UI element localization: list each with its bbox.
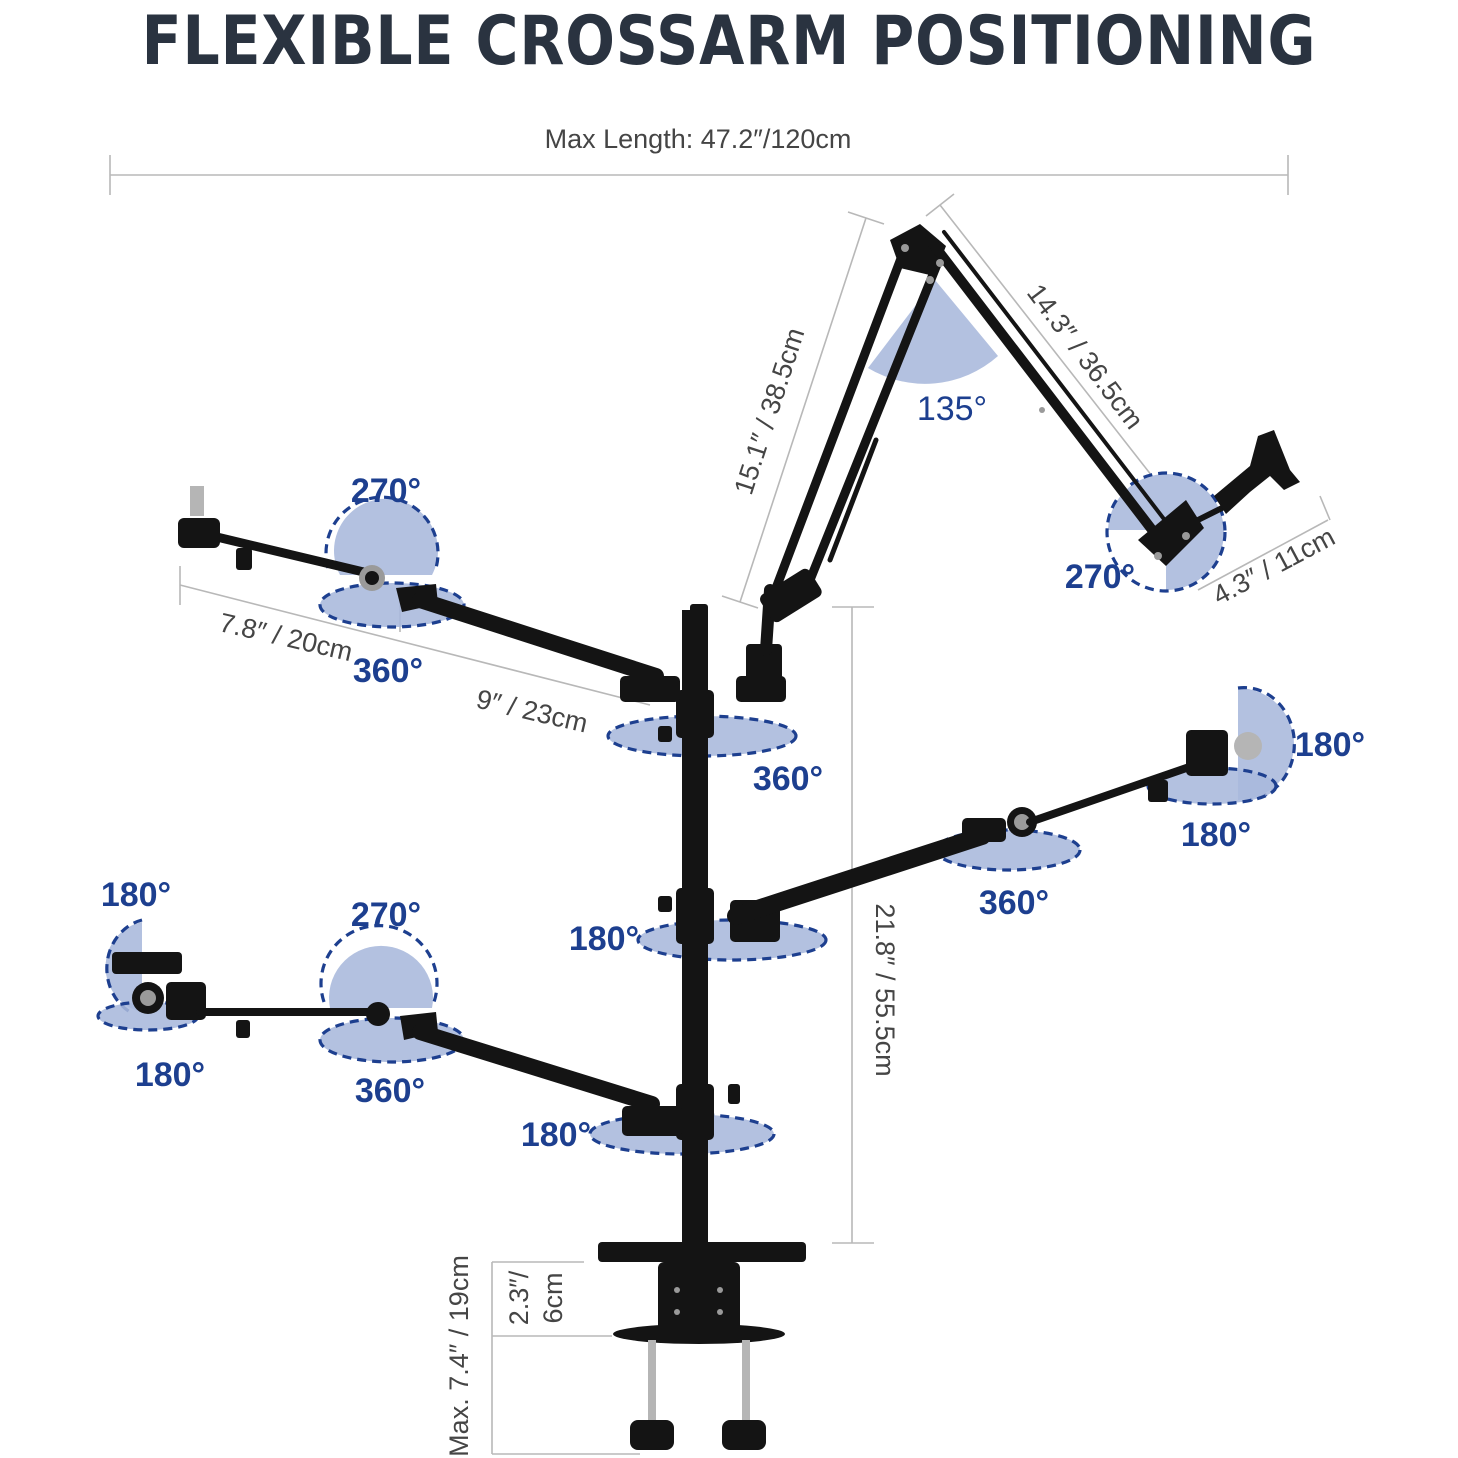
left-clamp-tilt-rotation: 180°: [101, 876, 171, 914]
boom-arm: [746, 224, 1300, 700]
left-clamp-pan-rotation: 180°: [135, 1056, 205, 1094]
right-clamp-tilt-rotation: 180°: [1295, 726, 1365, 764]
bottom-left-arm: [112, 952, 682, 1136]
top-left-tilt-rotation: 270°: [351, 472, 421, 510]
pole-assembly: [598, 604, 806, 1450]
camera-mount: [112, 952, 182, 974]
boom-elbow-rotation: 135°: [917, 390, 987, 428]
top-left-arm: [178, 486, 786, 702]
right-joint-rotation: 360°: [979, 884, 1049, 922]
clamp-max-dimension: Max. 7.4″ / 19cm: [444, 1255, 474, 1457]
page-title: FLEXIBLE CROSSARM POSITIONING: [141, 2, 1317, 81]
clamp-knob: [630, 1420, 674, 1450]
top-collar-rotation: 360°: [753, 760, 823, 798]
clamp-depth-metric: 6cm: [538, 1272, 568, 1323]
desk-plate: [598, 1242, 806, 1262]
dimension-lines: [109, 155, 1331, 1455]
mid-collar-rotation: 180°: [569, 920, 639, 958]
bottom-left-tilt-rotation: 270°: [351, 896, 421, 934]
right-clamp-pan-rotation: 180°: [1181, 816, 1251, 854]
clamp-depth-imperial: 2.3″/: [504, 1270, 534, 1325]
boom-lower-dimension: 15.1″ / 38.5cm: [728, 324, 810, 498]
bottom-collar-rotation: 180°: [521, 1116, 591, 1154]
pole-height-dimension: 21.8″ / 55.5cm: [870, 903, 900, 1076]
top-left-joint-rotation: 360°: [353, 652, 423, 690]
right-arm: [727, 730, 1262, 942]
max-length-label: Max Length: 47.2″/120cm: [545, 124, 852, 154]
arm-long-dimension: 9″ / 23cm: [474, 684, 591, 739]
mic-clip: [1214, 430, 1300, 514]
boom-tip-dimension: 4.3″ / 11cm: [1208, 521, 1340, 610]
clamp-knob: [722, 1420, 766, 1450]
boom-mount-rotation: 270°: [1065, 558, 1135, 596]
bottom-left-joint-rotation: 360°: [355, 1072, 425, 1110]
